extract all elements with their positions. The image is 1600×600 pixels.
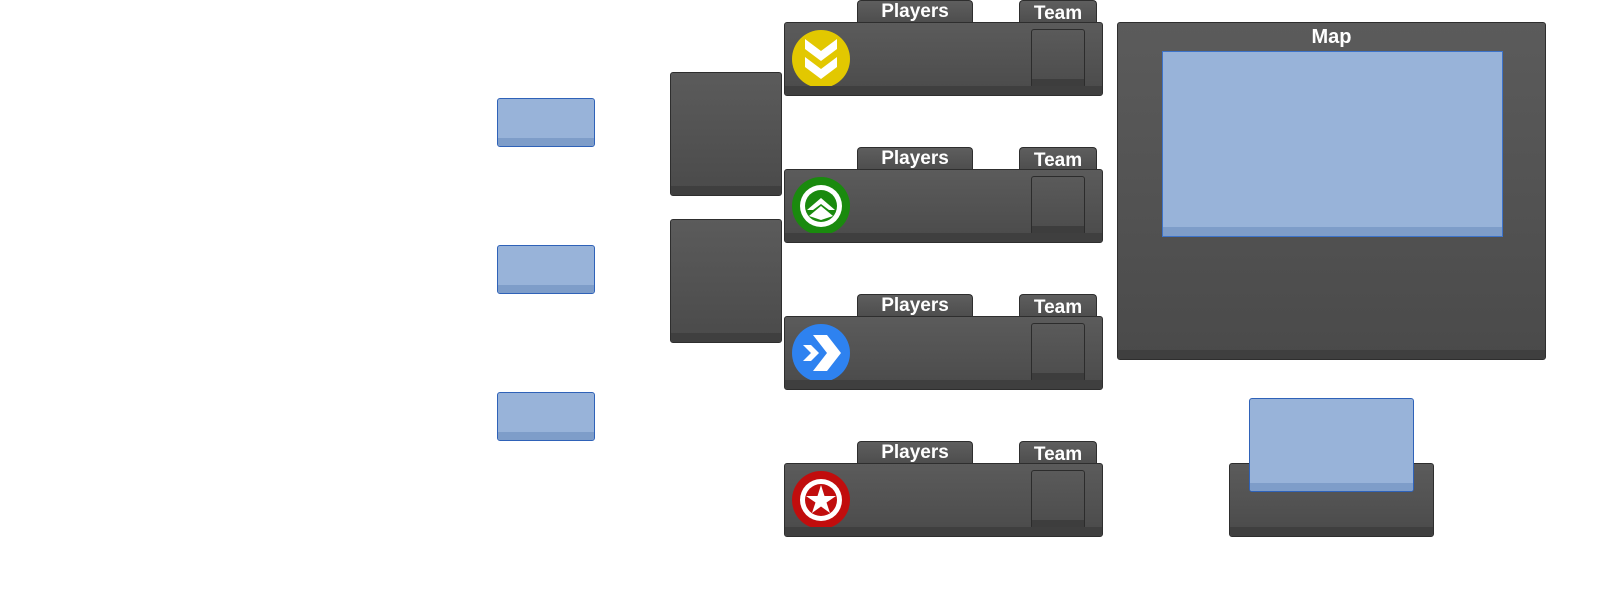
red-star-emblem	[792, 471, 850, 529]
side-panel-2	[670, 219, 782, 343]
faction-row-3	[784, 316, 1103, 390]
team-slot-2[interactable]	[1031, 176, 1085, 235]
team-tab-3[interactable]: Team	[1019, 294, 1097, 318]
players-tab-4[interactable]: Players	[857, 441, 973, 464]
map-panel: Map	[1117, 22, 1546, 360]
team-tab-4[interactable]: Team	[1019, 441, 1097, 465]
map-title: Map	[1311, 26, 1352, 48]
faction-row-4	[784, 463, 1103, 537]
players-tab-2[interactable]: Players	[857, 147, 973, 170]
green-arrow-emblem	[792, 177, 850, 235]
faction-row-2	[784, 169, 1103, 243]
team-tab-2[interactable]: Team	[1019, 147, 1097, 171]
start-button[interactable]	[1249, 398, 1414, 492]
team-slot-1[interactable]	[1031, 29, 1085, 88]
players-tab-3[interactable]: Players	[857, 294, 973, 317]
left-button-1[interactable]	[497, 98, 595, 147]
team-tab-1[interactable]: Team	[1019, 0, 1097, 24]
map-preview[interactable]	[1162, 51, 1503, 237]
team-slot-4[interactable]	[1031, 470, 1085, 529]
left-button-3[interactable]	[497, 392, 595, 441]
yellow-chevron-emblem	[792, 30, 850, 88]
faction-row-1	[784, 22, 1103, 96]
blue-chevron-emblem	[792, 324, 850, 382]
left-button-2[interactable]	[497, 245, 595, 294]
team-slot-3[interactable]	[1031, 323, 1085, 382]
side-panel-1	[670, 72, 782, 196]
players-tab-1[interactable]: Players	[857, 0, 973, 23]
